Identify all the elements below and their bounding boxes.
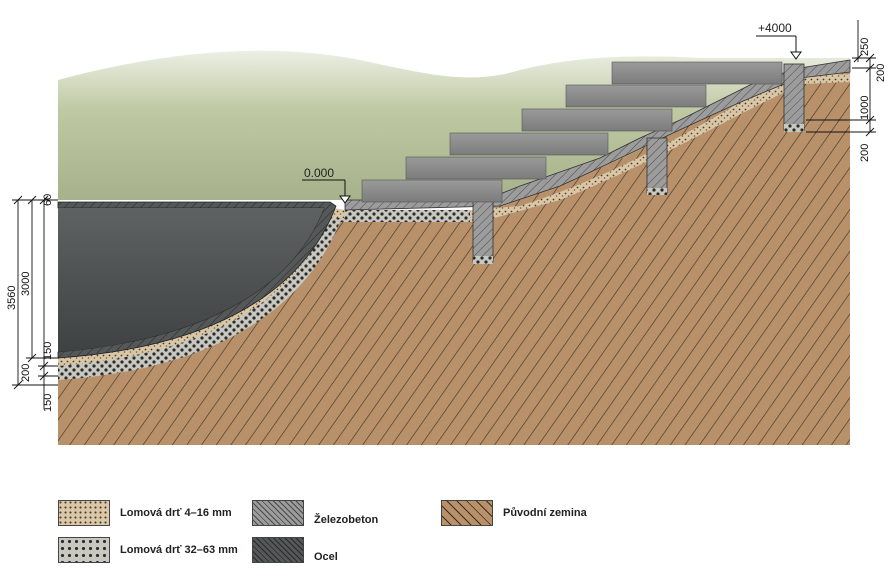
left-dimensions (12, 195, 58, 408)
legend-label: Železobeton (314, 514, 379, 526)
step-5 (565, 84, 707, 108)
footing-3-gravel (784, 124, 804, 132)
dim-right-200a: 200 (875, 64, 887, 82)
legend-label: Lomová drť 32–63 mm (120, 544, 238, 556)
step-3 (449, 132, 609, 156)
legend-label: Lomová drť 4–16 mm (120, 507, 232, 519)
footing-2 (646, 137, 668, 194)
reinforced-concrete-icon (252, 500, 304, 526)
footing-1-gravel (473, 256, 493, 264)
dim-left-total: 3560 (6, 286, 18, 310)
dim-left-150a: 150 (42, 342, 54, 360)
level-marker-top: +4000 (756, 21, 802, 60)
legend-coarse-gravel: Lomová drť 32–63 mm (58, 537, 238, 563)
step-6 (611, 61, 783, 85)
legend-label: Původní zemina (503, 507, 587, 519)
step-1 (361, 179, 503, 203)
steel-icon (252, 537, 304, 563)
dim-right-250: 250 (859, 38, 871, 56)
footing-2-gravel (647, 188, 667, 195)
right-dimensions (806, 20, 876, 137)
dim-right-1000: 1000 (859, 96, 871, 120)
legend-steel: Ocel (252, 537, 338, 563)
legend-reinforced-concrete: Železobeton (252, 500, 378, 526)
step-2 (405, 156, 547, 180)
level-ground-label: 0.000 (304, 166, 334, 180)
dim-right-200b: 200 (859, 144, 871, 162)
legend-original-soil: Původní zemina (441, 500, 587, 526)
level-marker-ground: 0.000 (302, 166, 351, 204)
dim-left-top: 60 (42, 194, 54, 206)
footing-3 (783, 63, 805, 131)
coarse-gravel-icon (58, 537, 110, 563)
footing-1 (472, 199, 494, 263)
pool-interior (58, 208, 324, 352)
original-soil-icon (441, 500, 493, 526)
legend-label: Ocel (314, 551, 338, 563)
dim-left-200: 200 (20, 364, 32, 382)
dim-left-depth: 3000 (20, 272, 32, 296)
step-4 (521, 108, 673, 132)
legend-fine-gravel: Lomová drť 4–16 mm (58, 500, 232, 526)
dim-left-150b: 150 (42, 394, 54, 412)
level-top-label: +4000 (758, 21, 792, 35)
steps (361, 61, 783, 203)
fine-gravel-icon (58, 500, 110, 526)
